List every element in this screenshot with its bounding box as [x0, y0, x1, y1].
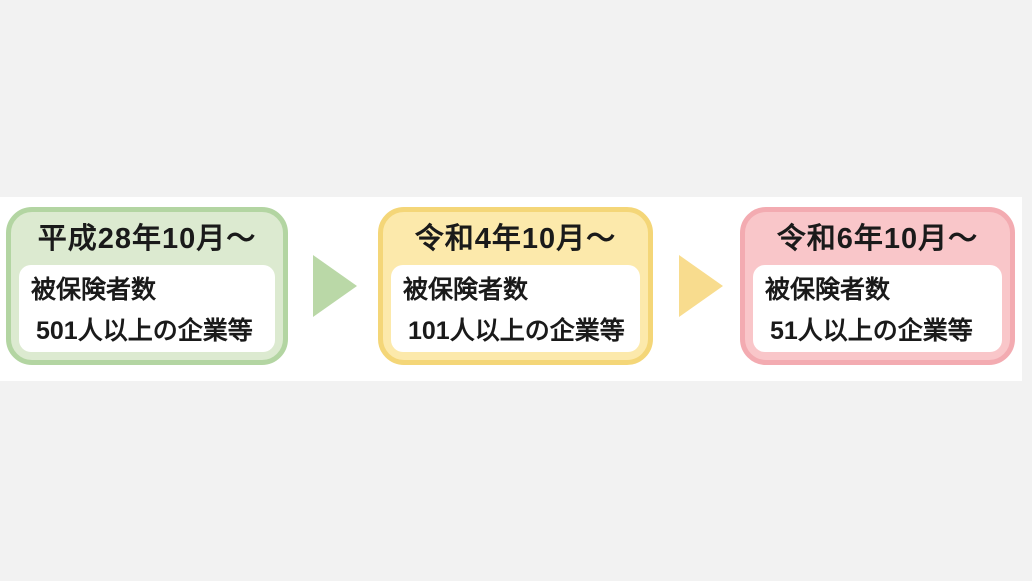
stage-body: 被保険者数 101人以上の企業等: [391, 265, 640, 352]
stage-title: 令和4年10月～: [414, 223, 617, 255]
stage-box-reiwa4: 令和4年10月～ 被保険者数 101人以上の企業等: [378, 207, 653, 365]
stage-box-reiwa6: 令和6年10月～ 被保険者数 51人以上の企業等: [740, 207, 1015, 365]
insured-count-label: 被保険者数: [31, 276, 157, 304]
insured-count-label: 被保険者数: [403, 276, 529, 304]
stage-title: 令和6年10月～: [776, 223, 979, 255]
company-size-text: 51人以上の企業等: [770, 317, 973, 345]
stage-title: 平成28年10月～: [37, 223, 257, 255]
stage-body: 被保険者数 51人以上の企業等: [753, 265, 1002, 352]
company-size-text: 501人以上の企業等: [36, 317, 253, 345]
company-size-text: 101人以上の企業等: [408, 317, 625, 345]
stage-box-heisei28: 平成28年10月～ 被保険者数 501人以上の企業等: [6, 207, 288, 365]
stage-body: 被保険者数 501人以上の企業等: [19, 265, 275, 352]
insured-count-label: 被保険者数: [765, 276, 891, 304]
